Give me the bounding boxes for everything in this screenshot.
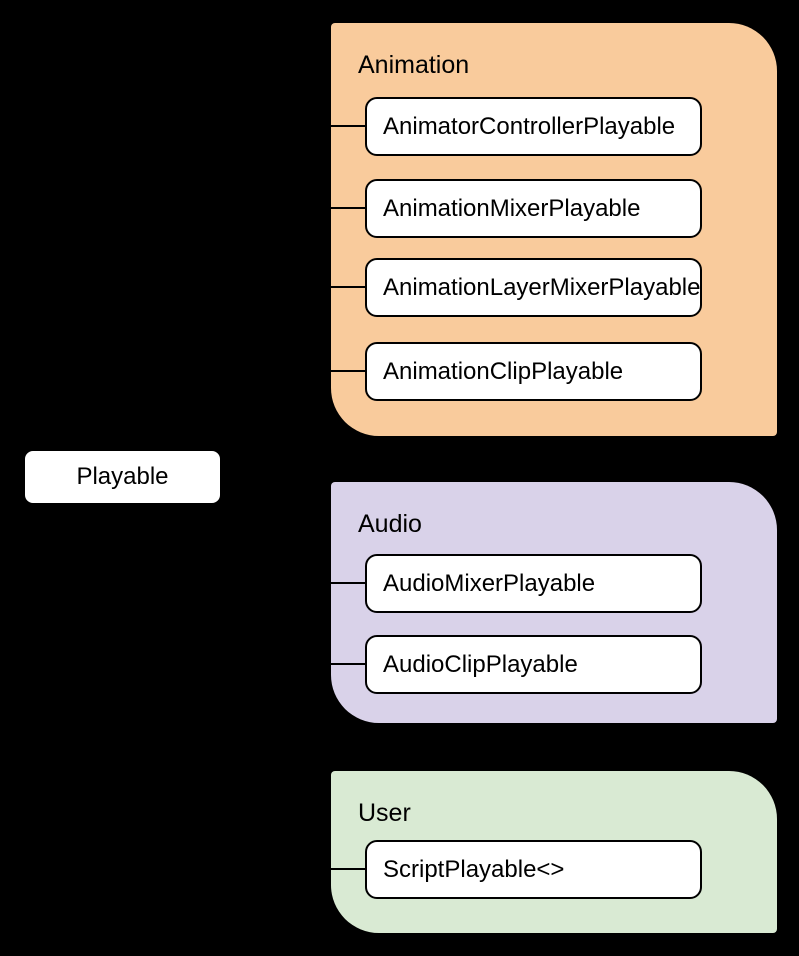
node-animation-layer-mixer-playable: AnimationLayerMixerPlayable: [365, 258, 702, 317]
group-user: User ScriptPlayable<>: [240, 771, 777, 933]
connector-line: [240, 582, 366, 584]
group-title-user: User: [358, 799, 411, 827]
connector-line: [240, 125, 366, 127]
group-title-audio: Audio: [358, 510, 422, 538]
node-label: Playable: [76, 463, 169, 490]
connector-line: [240, 663, 366, 665]
connector-line: [240, 370, 366, 372]
connector-line: [240, 868, 366, 870]
node-label: AnimationMixerPlayable: [383, 194, 641, 222]
connector-line: [240, 207, 366, 209]
node-label: AnimationLayerMixerPlayable: [383, 273, 701, 301]
node-audio-mixer-playable: AudioMixerPlayable: [365, 554, 702, 613]
node-script-playable: ScriptPlayable<>: [365, 840, 702, 899]
node-animation-mixer-playable: AnimationMixerPlayable: [365, 179, 702, 238]
node-animator-controller-playable: AnimatorControllerPlayable: [365, 97, 702, 156]
node-label: AnimationClipPlayable: [383, 357, 624, 385]
node-playable: Playable: [23, 449, 222, 505]
node-label: AnimatorControllerPlayable: [383, 112, 676, 140]
group-audio: Audio AudioMixerPlayable AudioClipPlayab…: [240, 482, 777, 723]
node-animation-clip-playable: AnimationClipPlayable: [365, 342, 702, 401]
node-label: AudioClipPlayable: [383, 650, 578, 678]
group-title-animation: Animation: [358, 51, 470, 79]
node-audio-clip-playable: AudioClipPlayable: [365, 635, 702, 694]
group-animation: Animation AnimatorControllerPlayable Ani…: [240, 23, 777, 436]
node-label: ScriptPlayable<>: [383, 855, 565, 883]
node-label: AudioMixerPlayable: [383, 569, 596, 597]
connector-line: [240, 286, 366, 288]
